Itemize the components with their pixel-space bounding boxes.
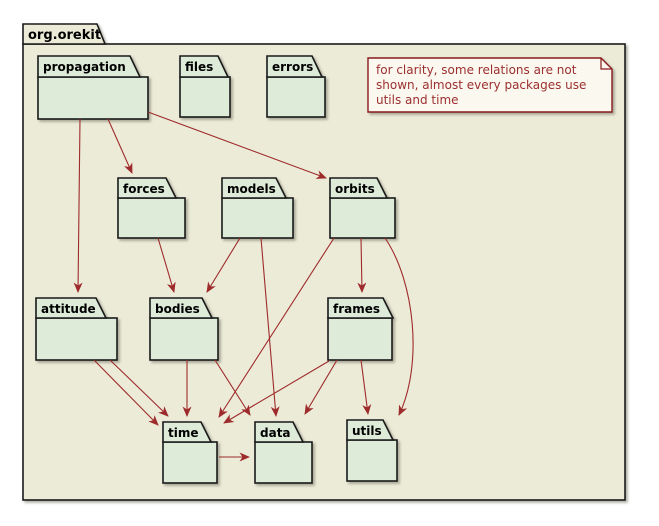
note-text-line: utils and time	[376, 93, 459, 107]
package-orbits: orbits	[329, 177, 396, 239]
package-body-models	[221, 197, 294, 239]
package-body-attitude	[35, 317, 118, 361]
package-tab-time	[162, 421, 213, 443]
package-tab-attitude	[35, 297, 108, 319]
package-bodies: bodies	[149, 297, 219, 361]
package-tab-errors	[266, 55, 324, 78]
package-tab-orbits	[329, 177, 389, 199]
package-label-time: time	[168, 426, 199, 440]
package-tab-bodies	[149, 297, 214, 319]
package-tab-files	[179, 55, 230, 78]
package-forces: forces	[117, 177, 186, 239]
package-label-models: models	[227, 182, 276, 196]
package-time: time	[162, 421, 218, 484]
edge-propagation-to-attitude	[73, 118, 83, 293]
package-attitude: attitude	[35, 297, 118, 361]
package-body-files	[179, 76, 231, 118]
package-label-files: files	[185, 60, 213, 74]
outer-package: org.orekit	[22, 23, 626, 501]
package-body-bodies	[149, 317, 219, 361]
package-body-propagation	[37, 76, 149, 120]
package-label-bodies: bodies	[155, 302, 200, 316]
package-label-propagation: propagation	[43, 60, 126, 74]
edge-models-to-bodies	[206, 237, 241, 293]
package-label-attitude: attitude	[41, 302, 96, 316]
package-body-frames	[327, 317, 393, 361]
package-body-time	[162, 441, 218, 484]
edge-attitude-to-time	[109, 359, 169, 417]
package-label-data: data	[260, 426, 291, 440]
note: for clarity, some relations are not show…	[367, 57, 613, 113]
edge-orbits-to-frames	[357, 237, 367, 293]
edge-models-to-data	[260, 237, 280, 417]
outer-package-tab	[22, 23, 107, 45]
package-body-errors	[266, 76, 326, 118]
package-utils: utils	[346, 419, 398, 482]
note-fold-icon	[600, 58, 612, 70]
note-text-line: shown, almost every packages use	[376, 78, 586, 92]
package-tab-forces	[117, 177, 178, 199]
package-frames: frames	[327, 297, 395, 361]
package-label-errors: errors	[272, 60, 313, 74]
package-tab-data	[254, 421, 305, 443]
package-models: models	[221, 177, 294, 239]
edge-bodies-to-data	[214, 359, 251, 416]
package-title: org.orekit	[28, 28, 101, 43]
note-shape	[367, 57, 613, 113]
package-files: files	[179, 55, 231, 118]
package-body-utils	[346, 439, 398, 482]
package-label-forces: forces	[123, 182, 165, 196]
package-errors: errors	[266, 55, 326, 118]
edge-frames-to-time	[223, 360, 330, 424]
edge-frames-to-data	[304, 359, 338, 415]
package-tab-utils	[346, 419, 395, 441]
edge-propagation-to-forces	[107, 118, 133, 174]
edge-propagation-to-orbits	[147, 111, 327, 179]
edge-orbits-to-utils	[384, 237, 414, 416]
package-label-orbits: orbits	[335, 182, 375, 196]
package-tab-models	[221, 177, 288, 199]
package-propagation: propagation	[37, 55, 149, 120]
package-label-frames: frames	[333, 302, 380, 316]
package-body-data	[254, 441, 313, 484]
package-tab-propagation	[37, 55, 142, 78]
note-text-line: for clarity, some relations are not	[376, 63, 577, 77]
package-body-orbits	[329, 197, 396, 239]
package-body-forces	[117, 197, 186, 239]
package-tab-frames	[327, 297, 395, 319]
package-label-utils: utils	[352, 424, 382, 438]
edge-attitude-to-time	[93, 359, 159, 426]
edge-frames-to-utils	[360, 359, 372, 415]
edge-forces-to-bodies	[157, 237, 176, 293]
edge-orbits-to-time	[218, 237, 335, 418]
outer-package-body	[22, 43, 626, 501]
package-data: data	[254, 421, 313, 484]
